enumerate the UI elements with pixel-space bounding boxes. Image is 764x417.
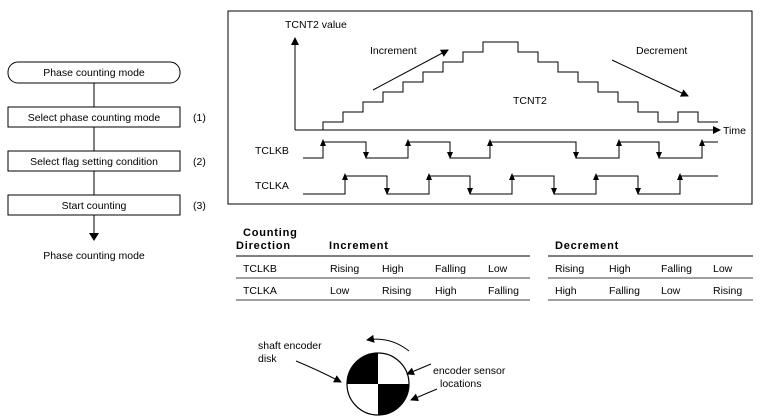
flow-step-2-label: Select flag setting condition (30, 156, 158, 168)
decrement-arrow (611, 59, 689, 97)
sensor-arrow-top (406, 363, 432, 375)
svg-text:Falling: Falling (661, 263, 692, 275)
flow-step-1-label: Select phase counting mode (28, 112, 161, 124)
timing-y-label: TCNT2 value (285, 19, 347, 31)
sensor-arrow-bottom (410, 388, 438, 401)
svg-text:Rising: Rising (713, 285, 742, 297)
flow-step-2-number: (2) (193, 156, 206, 168)
svg-text:High: High (382, 263, 404, 275)
svg-text:Falling: Falling (488, 285, 519, 297)
table-header-counting: Counting (243, 227, 298, 239)
svg-text:TCLKB: TCLKB (243, 263, 277, 275)
flow-step-3-number: (3) (193, 200, 206, 212)
svg-text:High: High (435, 285, 457, 297)
svg-text:Low: Low (488, 263, 508, 275)
tclka-label: TCLKA (255, 180, 289, 192)
table-header-increment: Increment (329, 240, 389, 252)
svg-text:Low: Low (330, 285, 350, 297)
svg-text:High: High (555, 285, 577, 297)
increment-label: Increment (370, 45, 417, 57)
flowchart: Phase counting mode Select phase countin… (7, 61, 206, 262)
disk-label-line1: shaft encoder (258, 340, 322, 352)
flow-start-label: Phase counting mode (43, 67, 145, 79)
sensor-label-line1: encoder sensor (433, 365, 506, 377)
svg-text:Rising: Rising (330, 263, 359, 275)
svg-text:Low: Low (713, 263, 733, 275)
tcnt2-staircase (322, 41, 718, 130)
table-header-decrement: Decrement (555, 240, 619, 252)
direction-table: Counting Direction Increment Decrement T… (236, 227, 753, 301)
svg-text:Low: Low (661, 285, 681, 297)
table-row: TCLKA Low Rising High Falling High Falli… (243, 285, 742, 297)
decrement-label: Decrement (636, 45, 687, 57)
svg-text:Falling: Falling (609, 285, 640, 297)
tcnt2-curve-label: TCNT2 (513, 95, 547, 107)
tclkb-label: TCLKB (255, 145, 289, 157)
table-header-direction: Direction (236, 240, 291, 252)
shaft-encoder-disk (346, 352, 410, 416)
svg-text:Rising: Rising (555, 263, 584, 275)
svg-text:TCLKA: TCLKA (243, 285, 277, 297)
flow-end-arrow-icon (89, 233, 99, 241)
increment-arrow (372, 49, 449, 91)
flow-step-1-number: (1) (193, 112, 206, 124)
timing-x-label: Time (723, 125, 746, 137)
svg-text:Rising: Rising (382, 285, 411, 297)
sensor-label-line2: locations (440, 378, 481, 390)
rotation-arrow (366, 334, 410, 352)
flow-end-label: Phase counting mode (43, 250, 145, 262)
disk-pointer-arrow (295, 360, 342, 383)
table-row: TCLKB Rising High Falling Low Rising Hig… (243, 263, 733, 275)
disk-label-line2: disk (258, 353, 277, 365)
svg-text:Falling: Falling (435, 263, 466, 275)
timing-frame (227, 10, 753, 205)
encoder-diagram: shaft encoder disk encoder sensor locati… (258, 334, 506, 416)
svg-text:High: High (609, 263, 631, 275)
timing-diagram: TCNT2 value Time Increment Decrement TCN… (227, 10, 753, 205)
flow-step-3-label: Start counting (62, 200, 127, 212)
